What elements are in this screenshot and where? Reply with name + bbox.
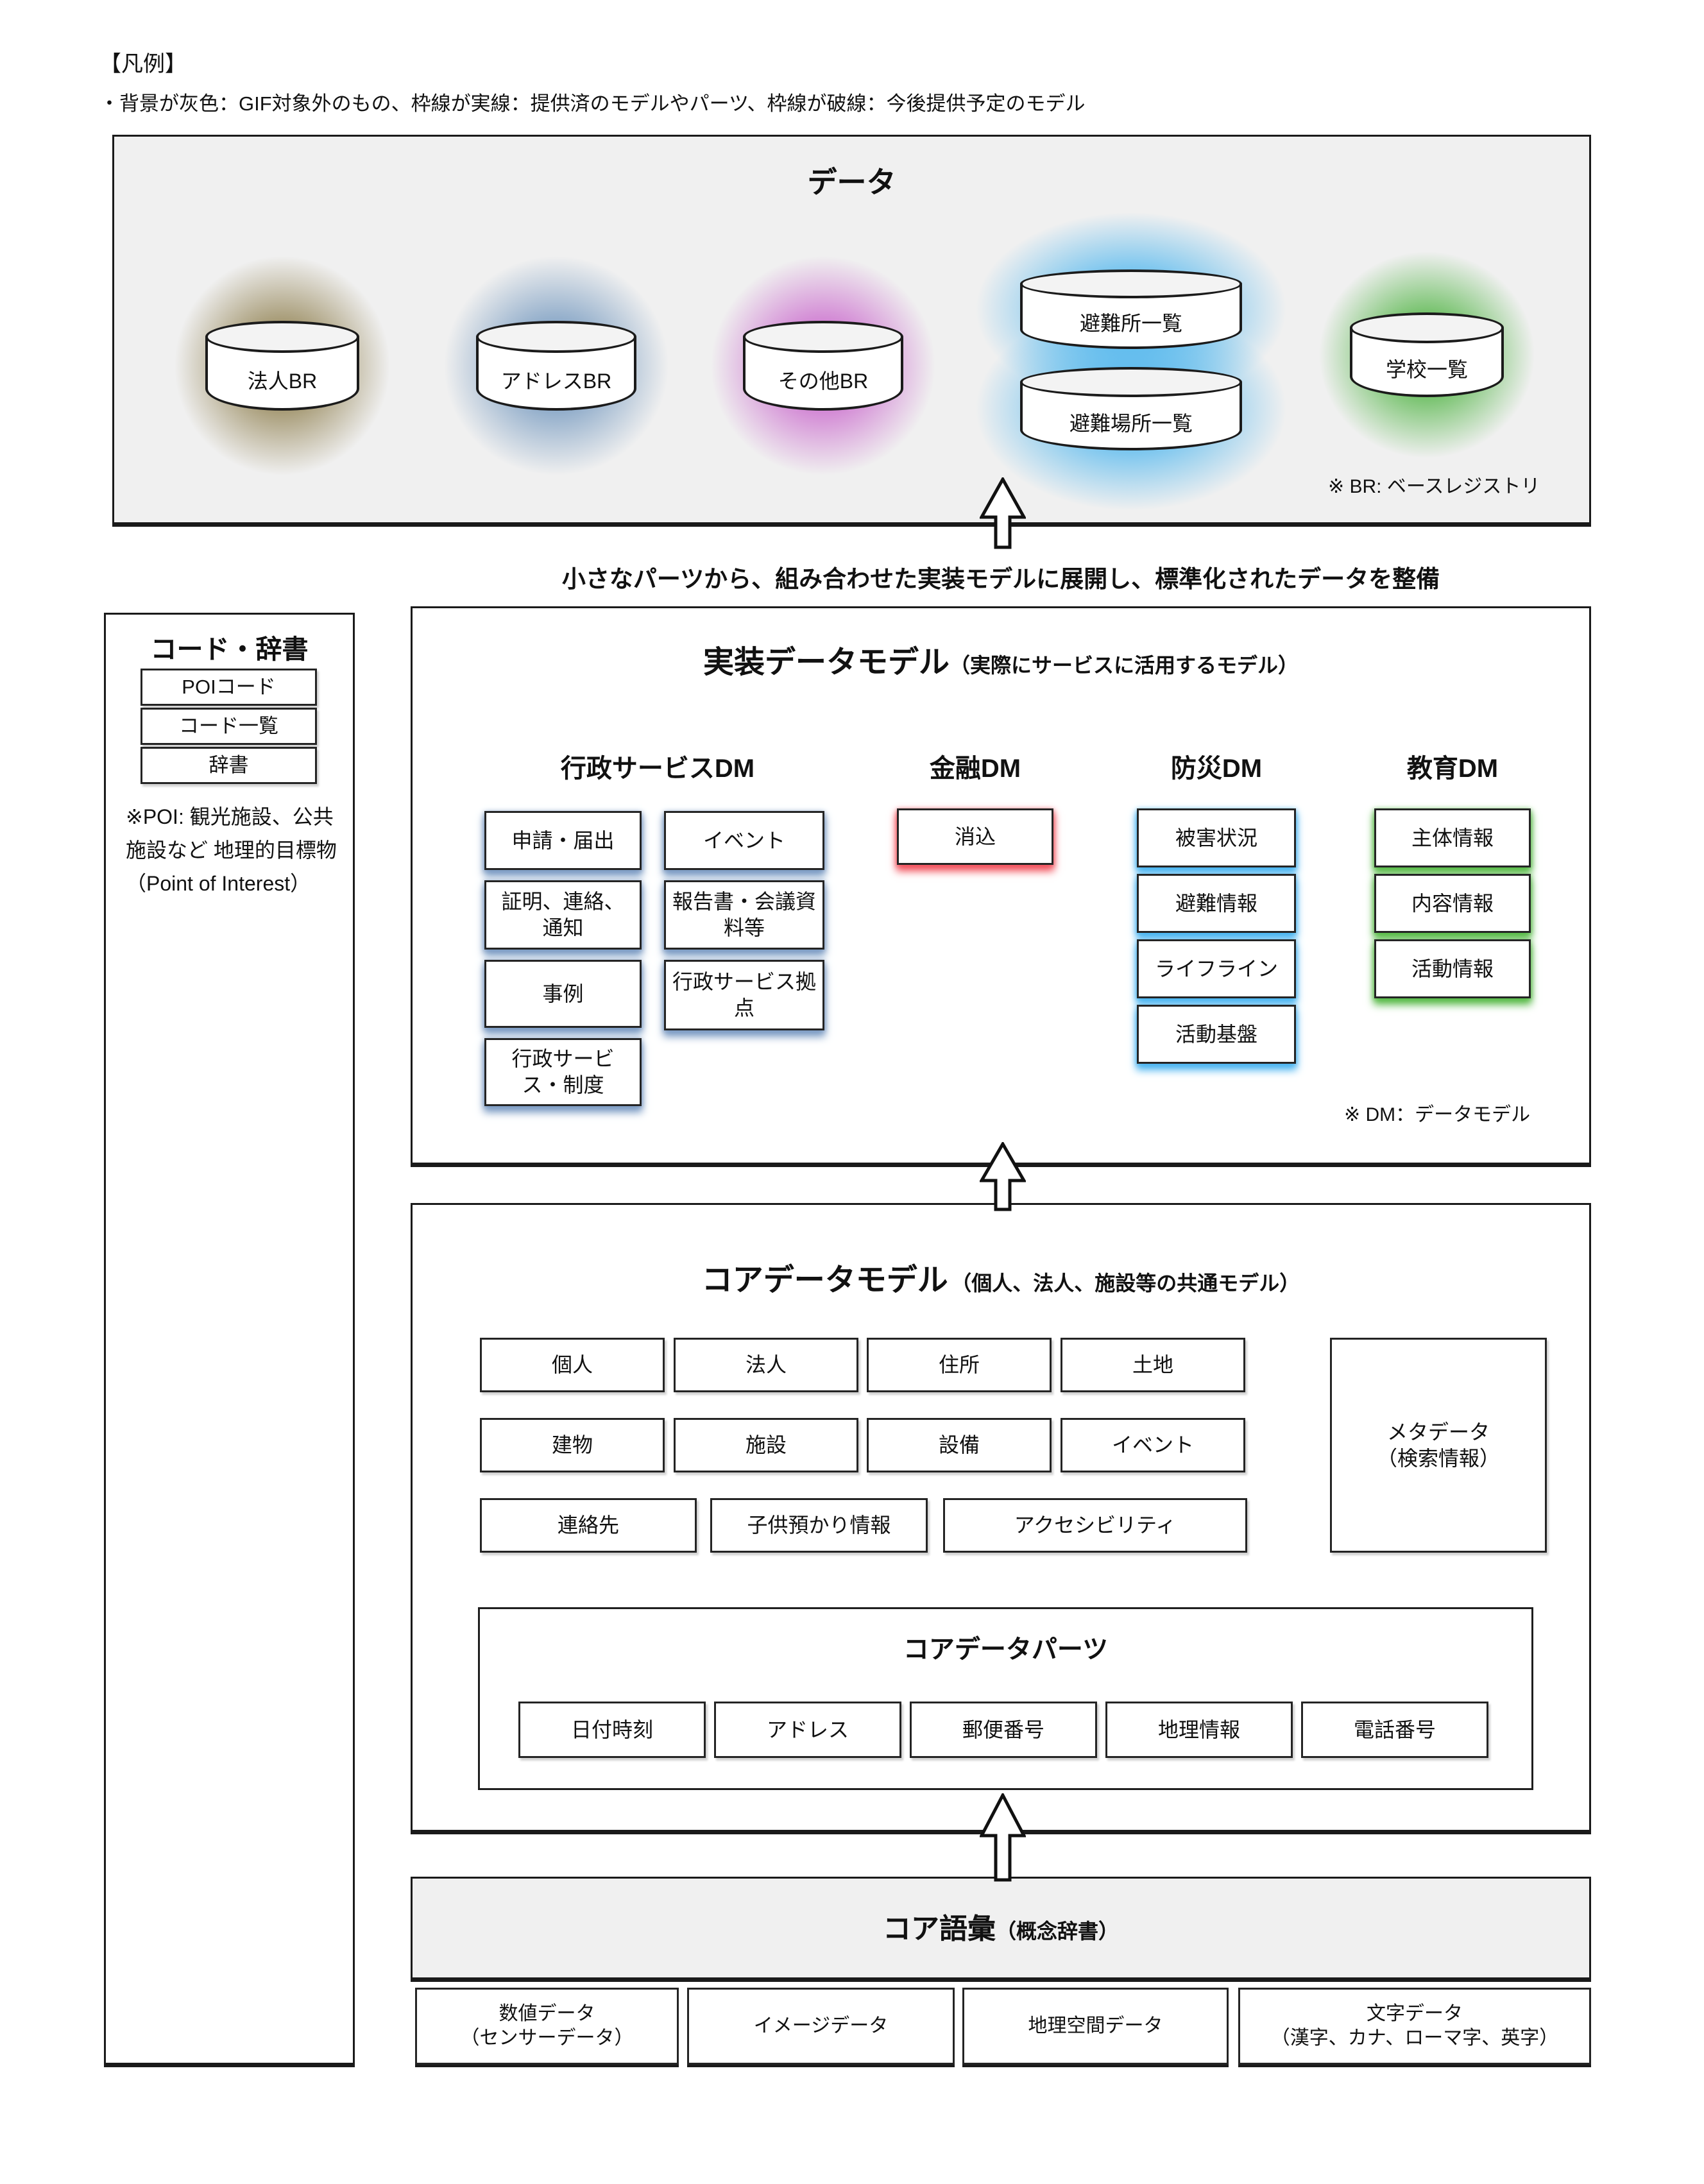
flow-caption: 小さなパーツから、組み合わせた実装モデルに展開し、標準化されたデータを整備 bbox=[561, 566, 1440, 592]
core-title: コアデータモデル bbox=[701, 1263, 948, 1297]
column-header-kyoiku-dm: 教育DM bbox=[1406, 755, 1499, 783]
dm-box-hinanjoho: 避難情報 bbox=[1137, 874, 1296, 933]
geospatial-line1: 地理空間データ bbox=[1028, 2015, 1163, 2036]
dm-note: ※ DM：データモデル bbox=[1344, 1104, 1531, 1125]
legend-description: ・背景が灰色：GIF対象外のもの、枠線が実線：提供済のモデルやパーツ、枠線が破線… bbox=[99, 92, 1086, 115]
core-box-metadata: メタデータ （検索情報） bbox=[1330, 1338, 1547, 1553]
database-cylinder-icon bbox=[1020, 367, 1242, 397]
sidebar-item-code-list: コード一覧 bbox=[141, 708, 317, 745]
code-dictionary-title: コード・辞書 bbox=[150, 635, 309, 664]
core-box-tatemono: 建物 bbox=[480, 1418, 665, 1472]
bottom-box-image: イメージデータ bbox=[687, 1988, 955, 2065]
database-cylinder-icon bbox=[476, 321, 636, 354]
cylinder-gakkou: 学校一覧 bbox=[1319, 251, 1535, 459]
implementation-subtitle: （実際にサービスに活用するモデル） bbox=[950, 654, 1299, 677]
core-box-jusho: 住所 bbox=[867, 1338, 1052, 1392]
up-arrow-icon bbox=[980, 1142, 1026, 1211]
dm-box-jirei: 事例 bbox=[484, 960, 642, 1028]
core-box-kojin: 個人 bbox=[480, 1338, 665, 1392]
metadata-line1: メタデータ bbox=[1386, 1420, 1490, 1444]
cylinder-sonota-br: その他BR bbox=[711, 256, 935, 475]
column-header-kinyu-dm: 金融DM bbox=[929, 755, 1021, 783]
cylinder-label: 学校一覧 bbox=[1385, 358, 1468, 382]
dm-box-shomei: 証明、連絡、通知 bbox=[484, 880, 642, 950]
core-box-event: イベント bbox=[1061, 1418, 1245, 1472]
dm-box-naiyo: 内容情報 bbox=[1374, 874, 1531, 933]
column-header-gyosei-dm: 行政サービスDM bbox=[560, 755, 755, 783]
core-box-renrakusaki: 連絡先 bbox=[480, 1498, 697, 1553]
text-line1: 文字データ bbox=[1367, 2002, 1463, 2024]
database-cylinder-icon bbox=[1350, 312, 1504, 343]
dm-box-lifeline: ライフライン bbox=[1137, 939, 1296, 998]
cylinder-label: 避難場所一覧 bbox=[1069, 411, 1193, 435]
legend-title: 【凡例】 bbox=[99, 52, 187, 76]
database-cylinder-icon bbox=[1020, 269, 1242, 298]
dm-box-seido: 行政サービス・制度 bbox=[484, 1038, 642, 1106]
dm-box-katsudo-kiban: 活動基盤 bbox=[1137, 1005, 1296, 1064]
core-vocab-title-row: コア語彙（概念辞書） bbox=[411, 1906, 1591, 1947]
core-subtitle: （個人、法人、施設等の共通モデル） bbox=[951, 1272, 1300, 1295]
dm-box-shutai: 主体情報 bbox=[1374, 808, 1531, 867]
text-line2: （漢字、カナ、ローマ字、英字） bbox=[1270, 2027, 1559, 2049]
sidebar-item-dictionary: 辞書 bbox=[141, 747, 317, 784]
dm-box-kyoten: 行政サービス拠点 bbox=[664, 960, 824, 1030]
part-box-phone: 電話番号 bbox=[1301, 1702, 1488, 1758]
cylinder-address-br: アドレスBR bbox=[444, 256, 669, 475]
numeric-line1: 数値データ bbox=[498, 2002, 595, 2024]
core-parts-box bbox=[478, 1607, 1533, 1790]
dm-box-event: イベント bbox=[664, 811, 824, 870]
cylinder-label: アドレスBR bbox=[500, 370, 612, 393]
dm-box-katsudo: 活動情報 bbox=[1374, 939, 1531, 998]
dm-box-shinsei: 申請・届出 bbox=[484, 811, 642, 870]
cylinder-houjin-br: 法人BR bbox=[175, 256, 390, 475]
cylinder-hinanjo: 避難所一覧 bbox=[975, 212, 1287, 407]
image-line1: イメージデータ bbox=[753, 2015, 889, 2036]
core-title-row: コアデータモデル （個人、法人、施設等の共通モデル） bbox=[411, 1254, 1591, 1299]
database-cylinder-icon bbox=[205, 321, 359, 354]
core-parts-title: コアデータパーツ bbox=[903, 1635, 1109, 1664]
br-note: ※ BR: ベースレジストリ bbox=[1328, 476, 1540, 497]
part-box-address: アドレス bbox=[714, 1702, 901, 1758]
dm-box-higai: 被害状況 bbox=[1137, 808, 1296, 867]
bottom-box-text: 文字データ （漢字、カナ、ローマ字、英字） bbox=[1238, 1988, 1591, 2065]
cylinder-hinanbasho: 避難場所一覧 bbox=[975, 307, 1287, 511]
database-cylinder-icon bbox=[743, 321, 903, 354]
core-box-setsubi: 設備 bbox=[867, 1418, 1052, 1472]
core-vocab-title: コア語彙 bbox=[882, 1913, 996, 1945]
part-box-geo: 地理情報 bbox=[1105, 1702, 1293, 1758]
numeric-line2: （センサーデータ） bbox=[460, 2027, 634, 2049]
cylinder-label: 法人BR bbox=[247, 370, 318, 393]
sidebar-item-poi-code: POIコード bbox=[141, 669, 317, 706]
bottom-box-geospatial: 地理空間データ bbox=[962, 1988, 1229, 2065]
core-vocab-subtitle: （概念辞書） bbox=[995, 1920, 1119, 1943]
column-header-bosai-dm: 防災DM bbox=[1170, 755, 1263, 783]
core-box-accessibility: アクセシビリティ bbox=[943, 1498, 1247, 1553]
part-box-zipcode: 郵便番号 bbox=[910, 1702, 1097, 1758]
core-box-hojin: 法人 bbox=[674, 1338, 858, 1392]
part-box-datetime: 日付時刻 bbox=[518, 1702, 706, 1758]
poi-note: ※POI: 観光施設、公共施設など 地理的目標物（Point of Intere… bbox=[126, 805, 337, 895]
core-box-tochi: 土地 bbox=[1061, 1338, 1245, 1392]
implementation-title-row: 実装データモデル（実際にサービスに活用するモデル） bbox=[411, 636, 1591, 681]
cylinder-label: その他BR bbox=[778, 370, 869, 393]
cylinder-label: 避難所一覧 bbox=[1079, 311, 1182, 335]
up-arrow-icon bbox=[980, 477, 1026, 549]
code-dictionary-box bbox=[104, 613, 355, 2065]
bottom-box-numeric: 数値データ （センサーデータ） bbox=[415, 1988, 679, 2065]
core-box-shisetsu: 施設 bbox=[674, 1418, 858, 1472]
dm-box-hokokusho: 報告書・会議資料等 bbox=[664, 880, 824, 950]
data-section-title: データ bbox=[807, 166, 896, 199]
dm-box-keshikomi: 消込 bbox=[897, 808, 1053, 865]
core-box-kodomo: 子供預かり情報 bbox=[710, 1498, 928, 1553]
metadata-line2: （検索情報） bbox=[1376, 1446, 1500, 1470]
implementation-title: 実装データモデル bbox=[703, 645, 950, 679]
up-arrow-icon bbox=[980, 1793, 1026, 1882]
